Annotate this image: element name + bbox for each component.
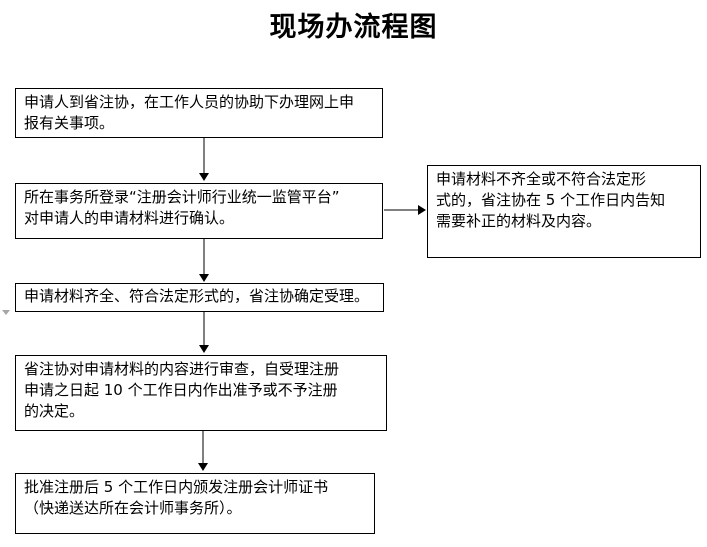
flow-side-note: 申请材料不齐全或不符合法定形 式的，省注协在 5 个工作日内告知 需要补正的材料…	[427, 165, 701, 258]
arrow-right-icon	[418, 205, 426, 215]
arrow-down-icon	[199, 345, 209, 353]
arrow-down-icon	[199, 173, 209, 181]
flow-step-5: 批准注册后 5 个工作日内颁发注册会计师证书 （快递送达所在会计师事务所）。	[15, 473, 375, 534]
margin-marker-icon	[2, 310, 10, 315]
arrow-shaft	[203, 239, 205, 274]
flow-step-3: 申请材料齐全、符合法定形式的，省注协确定受理。	[15, 283, 384, 312]
flow-step-2: 所在事务所登录“注册会计师行业统一监管平台” 对申请人的申请材料进行确认。	[15, 183, 383, 239]
flow-step-4: 省注协对申请材料的内容进行审查，自受理注册 申请之日起 10 个工作日内作出准予…	[15, 355, 387, 431]
arrow-shaft	[384, 209, 418, 211]
arrow-down-icon	[198, 463, 208, 471]
arrow-shaft	[203, 312, 205, 345]
arrow-step2-to-step3	[199, 239, 209, 282]
arrow-step1-to-step2	[199, 138, 209, 181]
page-title: 现场办流程图	[269, 12, 438, 43]
arrow-down-icon	[199, 274, 209, 282]
arrow-step4-to-step5	[198, 431, 208, 471]
arrow-shaft	[202, 431, 204, 463]
arrow-shaft	[203, 138, 205, 173]
arrow-step3-to-step4	[199, 312, 209, 353]
flow-step-1: 申请人到省注协，在工作人员的协助下办理网上申 报有关事项。	[15, 88, 383, 138]
arrow-step2-to-sidenote	[384, 205, 426, 215]
